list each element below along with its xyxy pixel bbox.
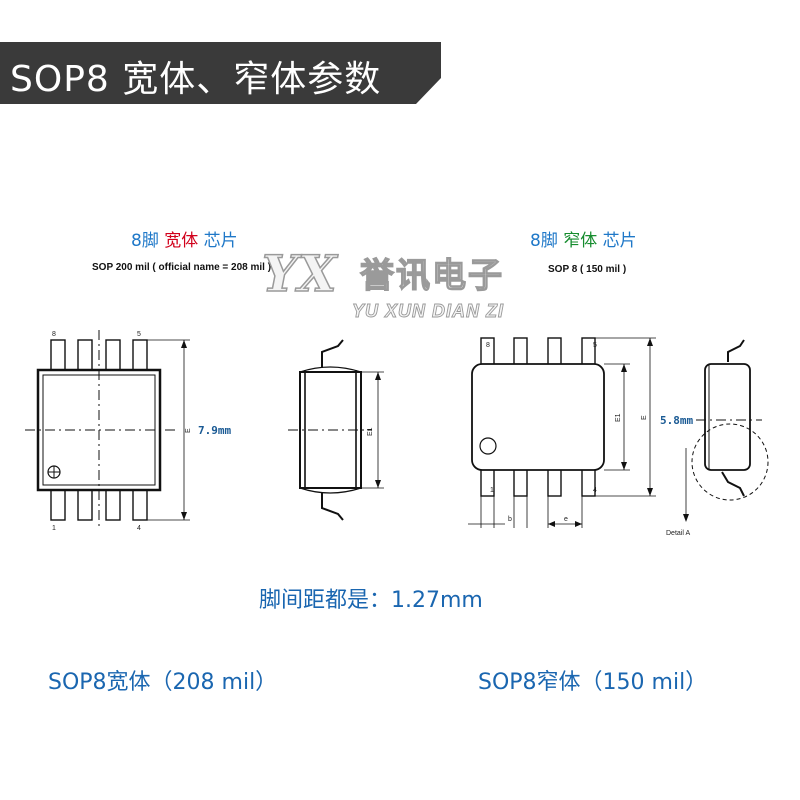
banner-background bbox=[0, 42, 441, 104]
narrow-dim-letter-pitch: e bbox=[564, 516, 568, 523]
wide-footer-caption: SOP8宽体（208 mil） bbox=[48, 670, 278, 695]
narrow-subtitle: SOP 8 ( 150 mil ) bbox=[548, 264, 627, 275]
narrow-label-pin: 8脚 bbox=[530, 231, 558, 251]
header-banner: SOP8 宽体、窄体参数 bbox=[0, 42, 441, 104]
wide-pin-8-label: 8 bbox=[52, 331, 56, 338]
narrow-pin-1-label: 1 bbox=[490, 487, 494, 494]
wide-top-view bbox=[25, 330, 190, 530]
narrow-label-chip: 芯片 bbox=[602, 231, 637, 251]
narrow-label-type: 窄体 bbox=[563, 231, 598, 251]
narrow-dim-letter-e1: E1 bbox=[615, 413, 622, 422]
page-title: SOP8 宽体、窄体参数 bbox=[10, 59, 382, 100]
wide-package-label: 8脚 宽体 芯片 bbox=[131, 226, 238, 251]
wide-dim-letter-e1: E1 bbox=[367, 427, 374, 436]
narrow-pin-4-label: 4 bbox=[593, 487, 597, 494]
narrow-side-view bbox=[683, 339, 769, 522]
pin-pitch-text: 脚间距都是：1.27mm bbox=[259, 588, 483, 613]
wide-pin-1-label: 1 bbox=[52, 525, 56, 532]
wide-label-type: 宽体 bbox=[164, 231, 199, 251]
narrow-pin-8-label: 8 bbox=[486, 342, 490, 349]
narrow-top-view bbox=[468, 337, 656, 528]
wide-pin-5-label: 5 bbox=[137, 331, 141, 338]
detail-a-label: Detail A bbox=[666, 530, 690, 537]
wide-side-view bbox=[288, 339, 384, 521]
narrow-package-label: 8脚 窄体 芯片 bbox=[530, 226, 637, 251]
narrow-pin-5-label: 5 bbox=[593, 342, 597, 349]
wide-subtitle: SOP 200 mil ( official name = 208 mil ) bbox=[92, 262, 272, 273]
watermark-logo: YX bbox=[261, 243, 337, 304]
narrow-footer-caption: SOP8窄体（150 mil） bbox=[478, 670, 708, 695]
watermark-pinyin: YU XUN DIAN ZI bbox=[352, 301, 505, 322]
wide-label-chip: 芯片 bbox=[203, 231, 238, 251]
wide-dim-letter-e: E bbox=[185, 428, 192, 433]
narrow-dim-letter-b: b bbox=[508, 516, 512, 523]
wide-label-pin: 8脚 bbox=[131, 231, 159, 251]
wide-dimension: 7.9mm bbox=[198, 424, 232, 437]
wide-pin-4-label: 4 bbox=[137, 525, 141, 532]
watermark-chinese: 誉讯电子 bbox=[359, 255, 504, 296]
narrow-dim-letter-e: E bbox=[641, 415, 648, 420]
narrow-dimension: 5.8mm bbox=[660, 414, 694, 427]
